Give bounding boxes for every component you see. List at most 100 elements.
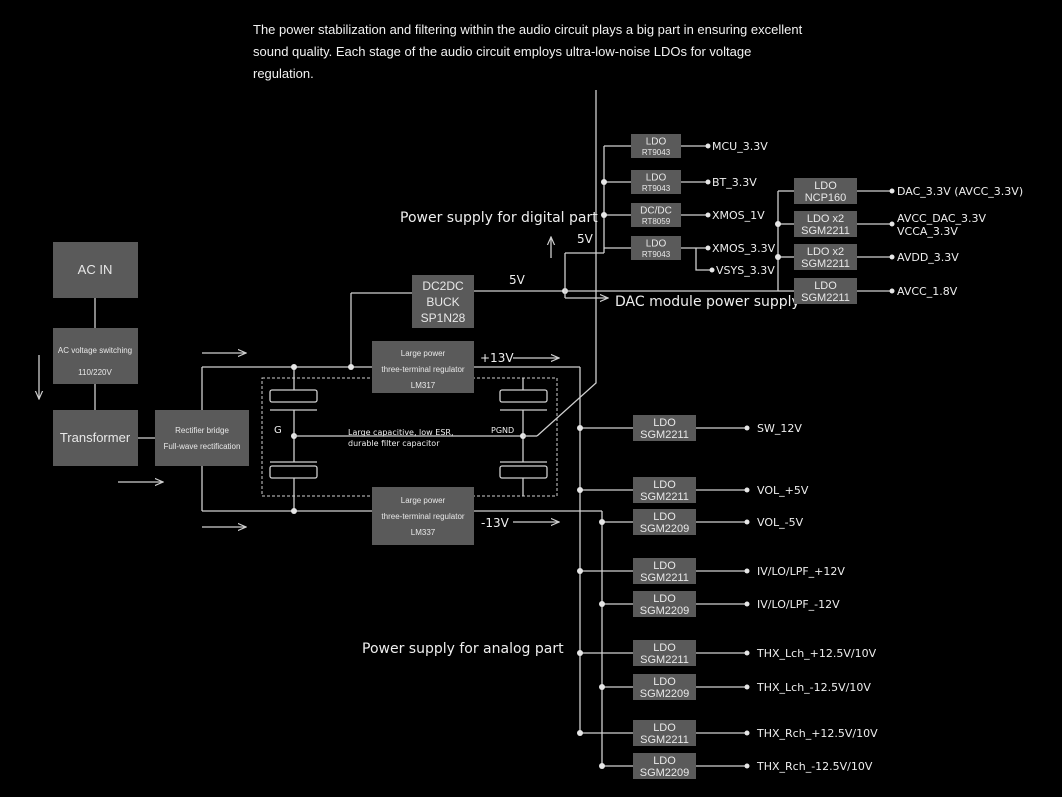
digital-rail-3-output: XMOS_1V bbox=[712, 209, 765, 222]
transformer-label: Transformer bbox=[60, 430, 131, 445]
dac-rail-2-output-2: VCCA_3.3V bbox=[897, 225, 958, 238]
rectifier-block bbox=[155, 410, 249, 466]
dac-rail-4-output: AVCC_1.8V bbox=[897, 285, 958, 298]
analog-rail-6-block bbox=[633, 640, 696, 666]
dac-rail-1-type: LDO bbox=[814, 180, 837, 192]
dac-rail-3-output: AVDD_3.3V bbox=[897, 251, 959, 264]
dac-section-label: DAC module power supply bbox=[615, 294, 800, 310]
dac-rail-2-output: AVCC_DAC_3.3V bbox=[897, 212, 986, 225]
analog-rail-1-output: SW_12V bbox=[757, 422, 802, 435]
pgnd-label: PGND bbox=[491, 426, 514, 435]
analog-rail-5-block bbox=[633, 591, 696, 617]
analog-rail-7-type: LDO bbox=[653, 676, 676, 688]
dac-rail-2-type: LDO x2 bbox=[807, 213, 844, 225]
lm337-label-1: Large power bbox=[401, 496, 446, 505]
ac-in-block bbox=[53, 242, 138, 298]
analog-rail-3-type: LDO bbox=[653, 511, 676, 523]
analog-rail-2-part: SGM2211 bbox=[640, 491, 689, 503]
dac-rail-4-block bbox=[794, 278, 857, 304]
analog-rail-6-type: LDO bbox=[653, 642, 676, 654]
digital-rail-3-part: RT8059 bbox=[642, 217, 671, 226]
analog-rail-8-block bbox=[633, 720, 696, 746]
digital-rail-4-output-2: VSYS_3.3V bbox=[716, 264, 775, 277]
analog-rail-4-type: LDO bbox=[653, 560, 676, 572]
transformer-block bbox=[53, 410, 138, 466]
buck-block bbox=[412, 275, 474, 328]
analog-rail-1-block bbox=[633, 415, 696, 441]
ac-switch-label-1: AC voltage switching bbox=[58, 346, 132, 355]
dac-rail-1-block bbox=[794, 178, 857, 204]
dac-rail-2-part: SGM2211 bbox=[801, 225, 850, 237]
lm337-label-3: LM337 bbox=[411, 528, 436, 537]
buck-label-2: BUCK bbox=[426, 295, 459, 309]
digital-rail-4-part: RT9043 bbox=[642, 250, 671, 259]
analog-rail-9-block bbox=[633, 753, 696, 779]
analog-rail-3-part: SGM2209 bbox=[640, 523, 690, 535]
lm337-block bbox=[372, 487, 474, 545]
analog-rail-7-output: THX_Lch_-12.5V/10V bbox=[756, 681, 871, 694]
digital-rail-4-block bbox=[631, 236, 681, 260]
plus13v-label: +13V bbox=[480, 351, 514, 365]
buck-label-1: DC2DC bbox=[422, 279, 464, 293]
lm337-label-2: three-terminal regulator bbox=[381, 512, 464, 521]
ac-in-label: AC IN bbox=[78, 262, 113, 277]
analog-rail-8-part: SGM2211 bbox=[640, 734, 689, 746]
analog-rail-4-part: SGM2211 bbox=[640, 572, 689, 584]
dac-rail-1-output: DAC_3.3V (AVCC_3.3V) bbox=[897, 185, 1023, 198]
dac-rail-3-part: SGM2211 bbox=[801, 258, 850, 270]
rectifier-label-1: Rectifier bridge bbox=[175, 426, 229, 435]
analog-rail-4-output: IV/LO/LPF_+12V bbox=[757, 565, 845, 578]
analog-rail-5-type: LDO bbox=[653, 593, 676, 605]
lm317-block bbox=[372, 341, 474, 393]
minus13v-label: -13V bbox=[481, 516, 510, 530]
digital-rail-4-type: LDO bbox=[646, 238, 667, 249]
analog-rail-3-output: VOL_-5V bbox=[757, 516, 804, 529]
digital-rail-2-part: RT9043 bbox=[642, 184, 671, 193]
analog-rail-4-block bbox=[633, 558, 696, 584]
analog-rail-9-type: LDO bbox=[653, 755, 676, 767]
analog-rail-2-block bbox=[633, 477, 696, 503]
analog-rail-7-part: SGM2209 bbox=[640, 688, 690, 700]
analog-rail-2-output: VOL_+5V bbox=[757, 484, 809, 497]
lm317-label-3: LM317 bbox=[411, 381, 436, 390]
dac-rail-2-block bbox=[794, 211, 857, 237]
analog-rail-2-type: LDO bbox=[653, 479, 676, 491]
lm317-label-1: Large power bbox=[401, 349, 446, 358]
digital-rail-1-type: LDO bbox=[646, 136, 667, 147]
dac-rail-4-type: LDO bbox=[814, 280, 837, 292]
analog-rail-5-output: IV/LO/LPF_-12V bbox=[757, 598, 840, 611]
analog-rail-7-block bbox=[633, 674, 696, 700]
digital-rail-2-block bbox=[631, 170, 681, 194]
analog-rail-8-type: LDO bbox=[653, 722, 676, 734]
dac-rail-3-block bbox=[794, 244, 857, 270]
digital-5v-label: 5V bbox=[577, 232, 594, 246]
analog-rail-6-part: SGM2211 bbox=[640, 654, 689, 666]
dac-rail-4-part: SGM2211 bbox=[801, 292, 850, 304]
intro-text: The power stabilization and filtering wi… bbox=[253, 22, 803, 81]
ac-switch-block bbox=[53, 328, 138, 384]
digital-rail-1-part: RT9043 bbox=[642, 148, 671, 157]
analog-section-label: Power supply for analog part bbox=[362, 641, 564, 657]
buck-5v-label: 5V bbox=[509, 273, 526, 287]
dac-rail-3-type: LDO x2 bbox=[807, 246, 844, 258]
dac-rail-1-part: NCP160 bbox=[805, 192, 847, 204]
analog-rail-5-part: SGM2209 bbox=[640, 605, 690, 617]
analog-rail-9-output: THX_Rch_-12.5V/10V bbox=[756, 760, 873, 773]
ground-label: G bbox=[274, 425, 282, 436]
lm317-label-2: three-terminal regulator bbox=[381, 365, 464, 374]
analog-rail-6-output: THX_Lch_+12.5V/10V bbox=[756, 647, 877, 660]
analog-rail-8-output: THX_Rch_+12.5V/10V bbox=[756, 727, 878, 740]
analog-rail-3-block bbox=[633, 509, 696, 535]
digital-rail-2-output: BT_3.3V bbox=[712, 176, 757, 189]
analog-rail-9-part: SGM2209 bbox=[640, 767, 690, 779]
digital-rail-3-type: DC/DC bbox=[640, 205, 672, 216]
rectifier-label-2: Full-wave rectification bbox=[164, 442, 241, 451]
digital-rail-1-output: MCU_3.3V bbox=[712, 140, 768, 153]
buck-label-3: SP1N28 bbox=[421, 311, 466, 325]
analog-rail-1-part: SGM2211 bbox=[640, 429, 689, 441]
cap-label-2: durable filter capacitor bbox=[348, 439, 440, 448]
digital-rail-1-block bbox=[631, 134, 681, 158]
ac-switch-label-2: 110/220V bbox=[78, 368, 112, 377]
cap-label-1: Large capacitive, low ESR, bbox=[348, 428, 454, 437]
digital-rail-3-block bbox=[631, 203, 681, 227]
